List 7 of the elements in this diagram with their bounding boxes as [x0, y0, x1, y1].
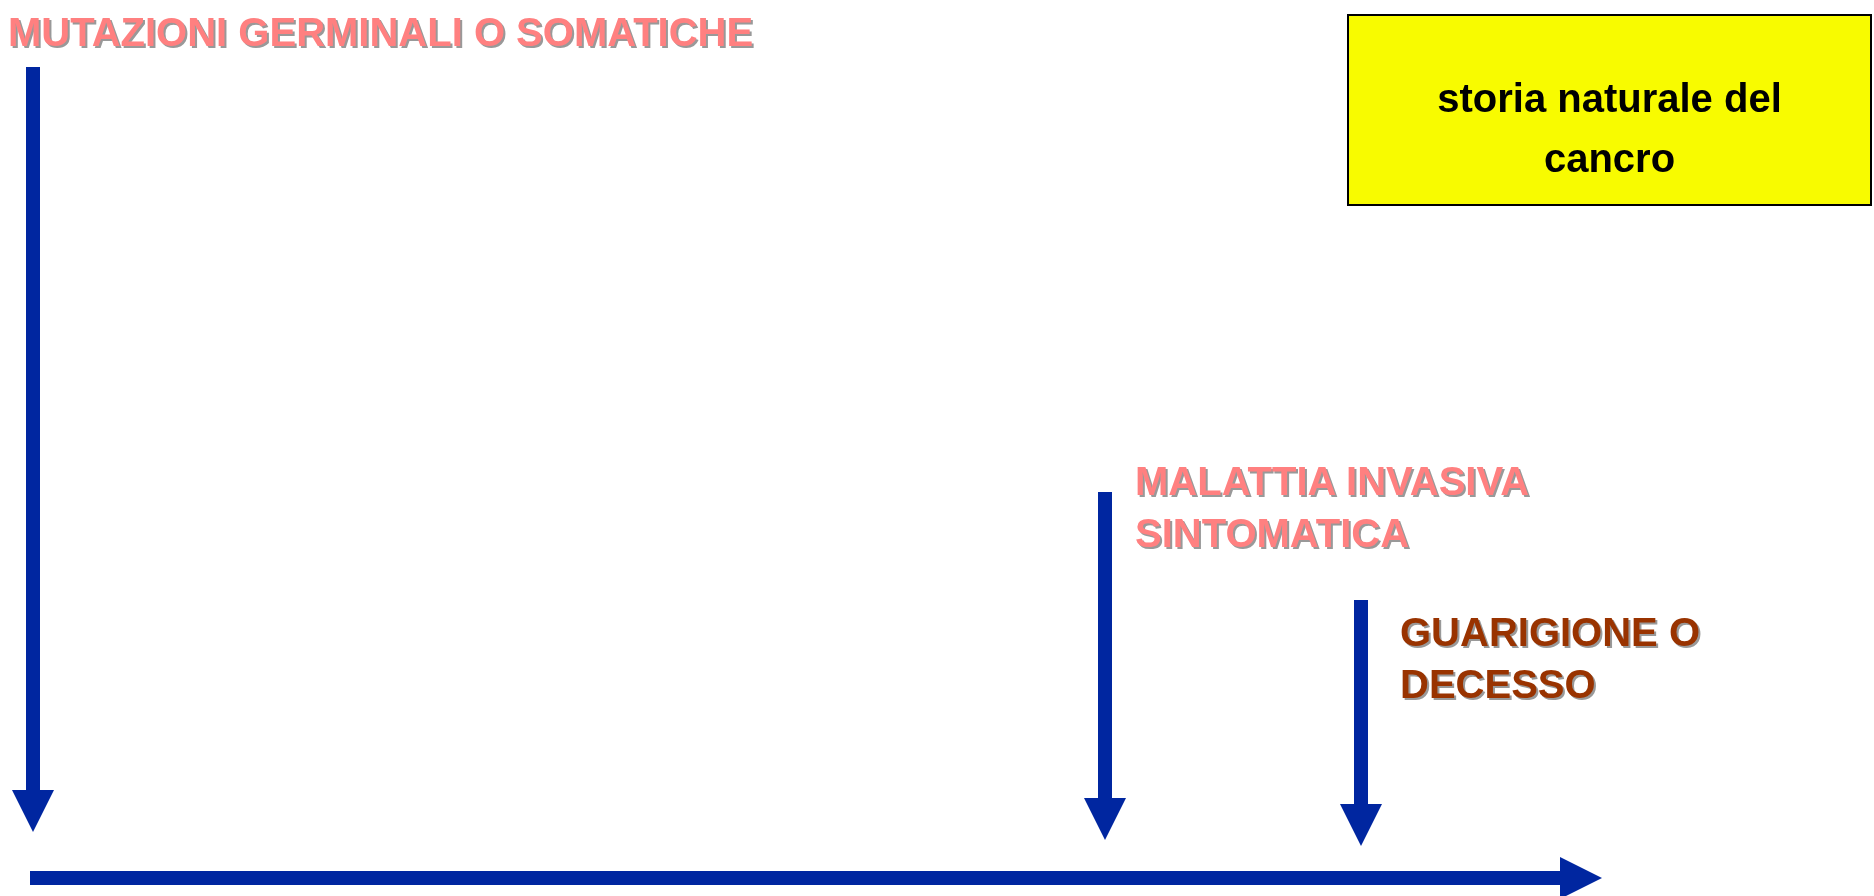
title-box: storia naturale del cancro	[1347, 14, 1872, 206]
event-label: MUTAZIONI GERMINALI O SOMATICHE	[8, 6, 1008, 58]
arrow	[1340, 600, 1382, 846]
event-label: GUARIGIONE O DECESSO	[1400, 606, 1800, 710]
arrow	[1084, 492, 1126, 840]
event-label: MALATTIA INVASIVA SINTOMATICA	[1135, 455, 1635, 565]
arrow	[12, 67, 54, 832]
